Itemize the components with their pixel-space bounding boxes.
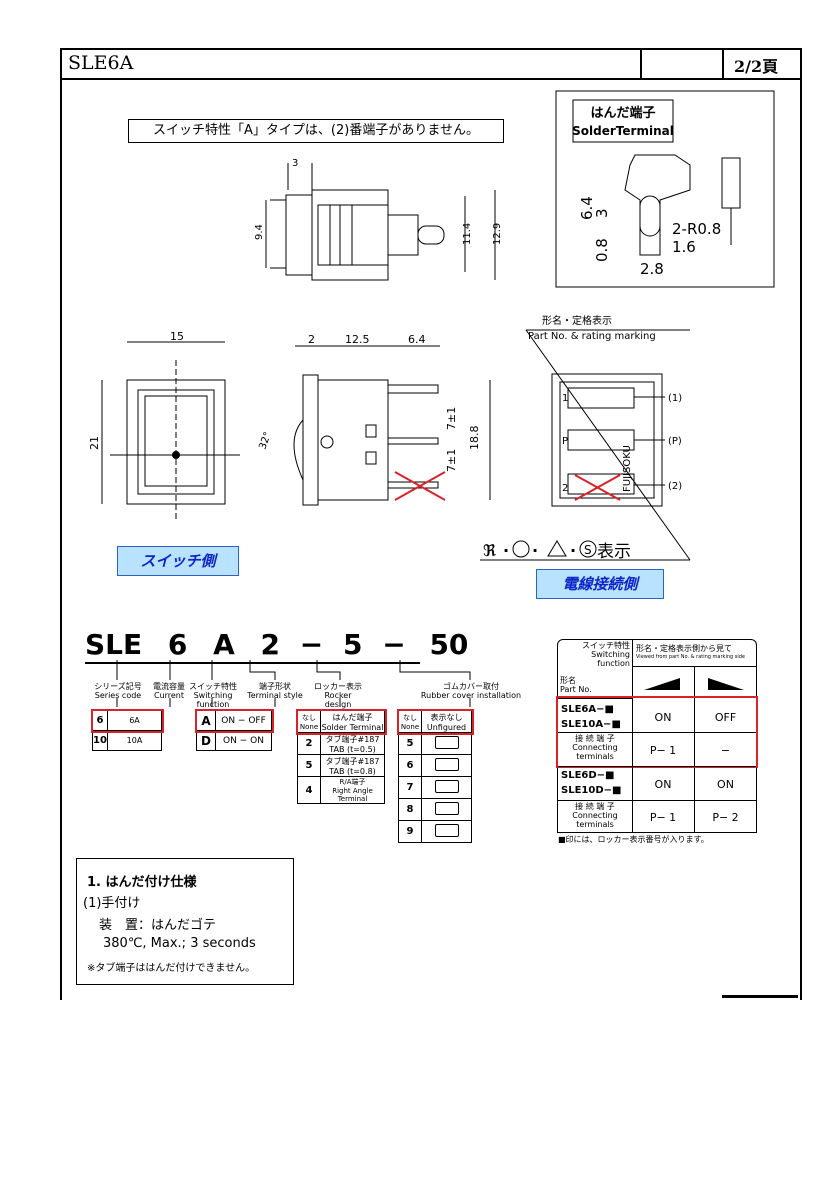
front-view — [101, 341, 240, 520]
svg-text:ℜ: ℜ — [483, 541, 496, 560]
rocker-icon-9 — [421, 820, 472, 843]
soldering-note: 1. はんだ付け仕様 (1)手付け 装 置：はんだゴテ 380℃, Max.; … — [76, 858, 294, 985]
notice-text: スイッチ特性「A」タイプは、(2)番端子がありません。 — [153, 123, 479, 138]
solder-box — [555, 90, 775, 288]
solder-title-jp: はんだ端子 — [590, 105, 655, 121]
rocker-on-icon — [644, 678, 680, 690]
svg-text:7±1: 7±1 — [445, 407, 458, 430]
model-code: SLE 6 A 2 − 5 − 50 — [85, 628, 469, 661]
svg-text:P: P — [562, 436, 568, 447]
rocker-off-icon — [708, 678, 744, 690]
dim-3: 3 — [292, 158, 298, 169]
svg-text:FUJISOKU: FUJISOKU — [622, 445, 633, 492]
spec-hdr-partno: 形名 Part No. — [560, 676, 592, 694]
side-view-2 — [293, 345, 491, 506]
spec-hdr-view-en: Viewed from part No. & rating marking si… — [636, 654, 746, 660]
front-dot — [172, 451, 180, 459]
switch-side-label: スイッチ側 — [117, 546, 239, 576]
spec-hdr-view: 形名・定格表示側から見て — [636, 644, 732, 653]
svg-text:·: · — [532, 541, 538, 560]
svg-text:6.4: 6.4 — [578, 196, 596, 220]
svg-text:2: 2 — [562, 483, 568, 494]
marking-view — [525, 329, 691, 561]
svg-text:Part No. & rating marking: Part No. & rating marking — [528, 331, 656, 342]
title-block: SLE6A 2/2頁 — [62, 50, 800, 80]
svg-text:18.8: 18.8 — [468, 426, 481, 451]
svg-text:·: · — [570, 541, 576, 560]
svg-text:(P): (P) — [668, 436, 682, 447]
notice-box: スイッチ特性「A」タイプは、(2)番端子がありません。 — [128, 119, 504, 143]
dim-9-4: 9.4 — [254, 224, 265, 240]
svg-text:1.6: 1.6 — [672, 238, 696, 256]
svg-text:15: 15 — [170, 330, 184, 343]
svg-text:1: 1 — [562, 393, 568, 404]
svg-text:12.5: 12.5 — [345, 333, 370, 346]
svg-text:7±1: 7±1 — [445, 449, 458, 472]
model-title: SLE6A — [68, 52, 134, 74]
svg-text:2-R0.8: 2-R0.8 — [672, 220, 721, 238]
svg-text:·: · — [503, 541, 509, 560]
code-series: SLE — [85, 628, 143, 661]
code-function: A — [213, 628, 235, 661]
svg-text:3: 3 — [593, 208, 611, 218]
svg-text:形名・定格表示: 形名・定格表示 — [542, 314, 612, 327]
rocker-icon-8 — [421, 798, 472, 821]
svg-text:6.4: 6.4 — [408, 333, 426, 346]
code-rocker: 5 — [343, 628, 363, 661]
code-underline — [85, 662, 420, 664]
svg-text:(2): (2) — [668, 481, 682, 492]
svg-text:21: 21 — [88, 436, 101, 450]
spec-hdr-function: スイッチ特性 Switching function — [582, 641, 630, 668]
drawing-sheet: SLE6A 2/2頁 — [60, 48, 802, 1000]
dim-11-4: 11.4 — [462, 223, 473, 245]
svg-text:2.8: 2.8 — [640, 260, 664, 278]
svg-text:S: S — [584, 543, 592, 557]
svg-text:2: 2 — [308, 333, 315, 346]
cert-marks: ℜ · · · S — [483, 540, 597, 560]
page-number: 2/2頁 — [734, 57, 779, 76]
wire-side-label: 電線接続側 — [536, 569, 664, 599]
spec-footnote: ■印には、ロッカー表示番号が入ります。 — [558, 835, 709, 844]
rocker-icon-6 — [421, 754, 472, 777]
cert-text: 表示 — [597, 542, 631, 562]
bottom-rule — [722, 995, 798, 998]
rocker-icon-7 — [421, 776, 472, 799]
spec-table: スイッチ特性 Switching function 形名 Part No. 形名… — [556, 639, 758, 833]
code-cover: 50 — [429, 628, 469, 661]
svg-text:0.8: 0.8 — [593, 238, 611, 262]
code-terminal: 2 — [260, 628, 281, 661]
svg-text:32°: 32° — [257, 431, 273, 451]
code-current: 6 — [167, 628, 188, 661]
rocker-icon-5 — [421, 732, 472, 755]
code-connectors — [116, 660, 471, 707]
svg-text:(1): (1) — [668, 393, 682, 404]
side-view-top — [265, 163, 496, 281]
dim-12-9: 12.9 — [492, 223, 503, 245]
solder-title-en: SolderTerminal — [572, 124, 674, 138]
